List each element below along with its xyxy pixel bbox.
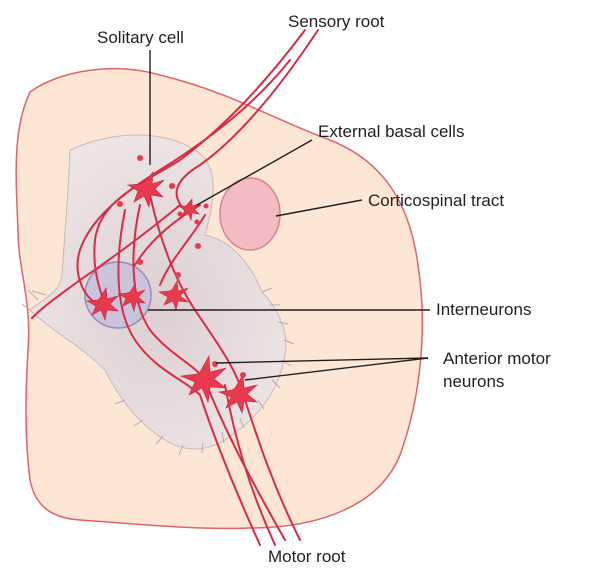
label-anterior-motor-line2: neurons bbox=[443, 372, 504, 391]
label-anterior-motor-line1: Anterior motor bbox=[443, 349, 551, 368]
label-motor-root: Motor root bbox=[268, 547, 346, 566]
corticospinal-tract-region bbox=[220, 178, 280, 250]
label-solitary-cell: Solitary cell bbox=[97, 28, 184, 47]
label-sensory-root: Sensory root bbox=[288, 12, 385, 31]
label-interneurons: Interneurons bbox=[436, 300, 531, 319]
label-external-basal-cells: External basal cells bbox=[318, 122, 464, 141]
label-corticospinal-tract: Corticospinal tract bbox=[368, 191, 504, 210]
